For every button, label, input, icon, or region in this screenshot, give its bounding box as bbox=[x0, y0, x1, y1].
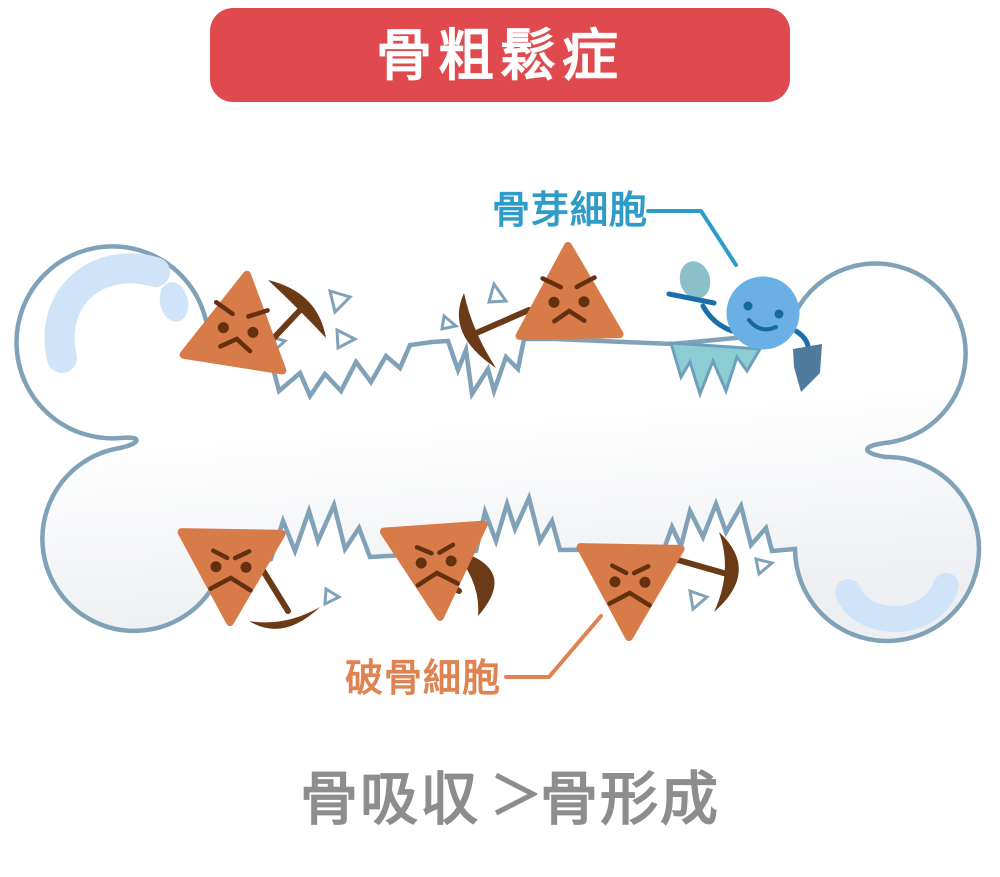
smile-face bbox=[743, 301, 784, 332]
pickaxe-blade bbox=[249, 607, 320, 629]
osteoblast-leader-line bbox=[646, 209, 738, 267]
pickaxe-blade bbox=[458, 293, 496, 368]
frown-mouth bbox=[218, 336, 253, 354]
eyebrow bbox=[609, 563, 629, 576]
pickaxe-handle bbox=[471, 307, 532, 337]
bone-shape bbox=[14, 244, 982, 644]
debris-fragment bbox=[327, 288, 353, 315]
osteoblast-character bbox=[666, 261, 822, 392]
formula-right: 骨形成 bbox=[540, 767, 720, 832]
formula: 骨吸収 ＞ 骨形成 bbox=[300, 767, 720, 832]
eyebrow bbox=[414, 545, 434, 556]
eyebrow bbox=[246, 308, 270, 319]
osteoblast-label: 骨芽細胞 bbox=[492, 190, 648, 232]
eyebrow bbox=[213, 299, 235, 317]
eye bbox=[445, 555, 457, 567]
frown-mouth bbox=[415, 570, 460, 588]
eye bbox=[217, 322, 229, 334]
trowel-icon bbox=[793, 344, 822, 392]
frown-mouth bbox=[208, 575, 253, 593]
angry-face bbox=[208, 548, 253, 593]
new-bone-patch bbox=[668, 341, 763, 399]
eyebrow bbox=[540, 276, 563, 290]
eye bbox=[609, 576, 621, 588]
osteoclast-character-2 bbox=[515, 242, 624, 340]
mortar-icon bbox=[679, 261, 711, 299]
eye bbox=[210, 561, 222, 573]
pickaxe-blade bbox=[714, 532, 739, 612]
smile-mouth bbox=[747, 318, 778, 332]
osteoclast-body bbox=[179, 270, 287, 375]
osteoclast-character-3 bbox=[177, 528, 286, 626]
osteoblast-arm-left bbox=[700, 303, 735, 334]
eyebrow bbox=[437, 542, 456, 555]
bone-highlight-left bbox=[44, 253, 170, 373]
bone-highlight-right bbox=[835, 573, 959, 632]
pickaxe-blade bbox=[452, 549, 495, 616]
eye bbox=[639, 576, 651, 588]
osteoclast-character-1 bbox=[179, 270, 287, 375]
eye bbox=[774, 309, 784, 319]
pickaxe-icon bbox=[458, 293, 532, 368]
pickaxe-handle bbox=[668, 555, 730, 577]
mortar-board-icon bbox=[666, 291, 717, 306]
eye bbox=[578, 296, 590, 308]
bone-highlight-dot bbox=[159, 282, 189, 322]
angry-face bbox=[414, 542, 460, 588]
osteoclast-leader-line bbox=[504, 614, 603, 679]
debris-fragment bbox=[323, 586, 343, 607]
osteoclast-character-4 bbox=[379, 520, 488, 621]
eyebrow bbox=[631, 564, 651, 576]
osteoblast-callout: 骨芽細胞 bbox=[492, 190, 738, 267]
debris-fragment bbox=[440, 313, 460, 331]
eye bbox=[548, 296, 560, 308]
osteoclast-body bbox=[379, 520, 488, 621]
debris-fragment bbox=[754, 556, 776, 577]
pickaxe-handle bbox=[267, 304, 306, 345]
osteoclast-callout: 破骨細胞 bbox=[345, 614, 603, 700]
formula-left: 骨吸収 bbox=[300, 767, 480, 832]
greater-than-sign: ＞ bbox=[490, 768, 542, 826]
title-banner-bg bbox=[210, 8, 790, 102]
angry-face bbox=[607, 563, 652, 608]
osteoclast-label: 破骨細胞 bbox=[345, 658, 501, 700]
pickaxe-icon bbox=[668, 532, 739, 612]
eye bbox=[415, 557, 427, 569]
eyebrow bbox=[232, 549, 252, 561]
frown-mouth bbox=[552, 308, 587, 324]
angry-face bbox=[540, 275, 597, 324]
angry-face bbox=[213, 299, 270, 354]
osteoblast-head bbox=[726, 276, 800, 350]
osteoclast-character-5 bbox=[576, 543, 685, 641]
debris-fragment bbox=[486, 280, 509, 304]
pickaxe-icon bbox=[267, 280, 326, 345]
eyebrow bbox=[574, 275, 597, 290]
eye bbox=[240, 561, 252, 573]
osteoclast-body bbox=[515, 242, 624, 340]
frown-mouth bbox=[607, 590, 652, 608]
title-banner: 骨粗鬆症 bbox=[210, 8, 790, 102]
debris-fragment bbox=[688, 588, 710, 612]
page-title: 骨粗鬆症 bbox=[376, 24, 624, 87]
eye bbox=[247, 326, 259, 338]
eyebrow bbox=[210, 548, 230, 561]
eye bbox=[743, 301, 753, 311]
debris-fragment bbox=[335, 327, 359, 351]
pickaxe-blade bbox=[268, 280, 326, 338]
